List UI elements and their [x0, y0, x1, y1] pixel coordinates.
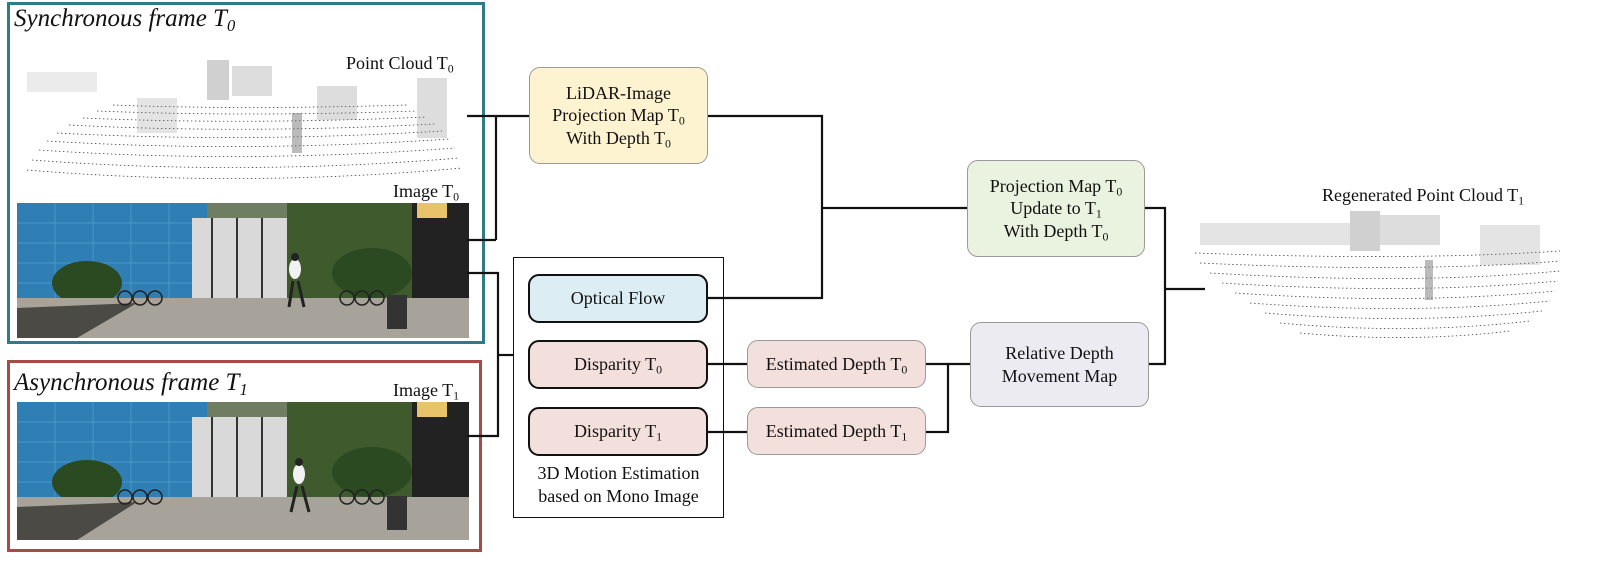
estimated-depth-t0-label: Estimated Depth T0: [765, 353, 908, 377]
estimated-depth-t0-node: Estimated Depth T0: [747, 340, 926, 388]
relative-depth-line1: Relative Depth: [1005, 343, 1114, 364]
relative-depth-movement-map-node: Relative Depth Movement Map: [970, 322, 1149, 407]
estimated-depth-t1-node: Estimated Depth T1: [747, 407, 926, 455]
lidar-projection-line1: LiDAR-Image: [566, 83, 671, 104]
lidar-projection-line3: With Depth T0: [566, 127, 671, 151]
disparity-t1-label: Disparity T1: [573, 421, 663, 444]
optical-flow-label: Optical Flow: [570, 288, 666, 309]
asynchronous-frame-box: [7, 360, 482, 552]
point-cloud-t0-label: Point Cloud T0: [346, 53, 454, 76]
motion-estimation-caption: 3D Motion Estimation based on Mono Image: [513, 462, 724, 509]
regenerated-point-cloud-label: Regenerated Point Cloud T1: [1322, 185, 1525, 208]
estimated-depth-t1-label: Estimated Depth T1: [765, 420, 908, 444]
synchronous-frame-title: Synchronous frame T0: [14, 5, 236, 35]
camera-image-t0: [17, 203, 469, 338]
disparity-t1-node: Disparity T1: [528, 407, 708, 456]
projection-map-update-node: Projection Map T0 Update to T1 With Dept…: [967, 160, 1145, 257]
asynchronous-frame-title: Asynchronous frame T1: [14, 369, 248, 399]
image-t0-label: Image T0: [393, 181, 460, 204]
regenerated-point-cloud-image: [1194, 211, 1561, 338]
projection-update-line3: With Depth T0: [1003, 220, 1109, 244]
motion-caption-line2: based on Mono Image: [538, 486, 699, 507]
image-t1-label: Image T1: [393, 380, 460, 403]
camera-image-t1: [17, 402, 469, 540]
point-cloud-t0-image: [26, 60, 463, 179]
lidar-image-projection-map-node: LiDAR-Image Projection Map T0 With Depth…: [529, 67, 708, 164]
disparity-t0-node: Disparity T0: [528, 340, 708, 389]
motion-caption-line1: 3D Motion Estimation: [537, 463, 700, 483]
disparity-t0-label: Disparity T0: [573, 354, 663, 377]
projection-update-line1: Projection Map T0: [989, 176, 1123, 199]
motion-estimation-group-box: [513, 257, 724, 518]
projection-update-line2: Update to T1: [1010, 198, 1102, 221]
relative-depth-line2: Movement Map: [1001, 365, 1118, 386]
lidar-projection-line2: Projection Map T0: [552, 105, 685, 128]
optical-flow-node: Optical Flow: [528, 274, 708, 323]
synchronous-frame-box: [7, 2, 485, 344]
